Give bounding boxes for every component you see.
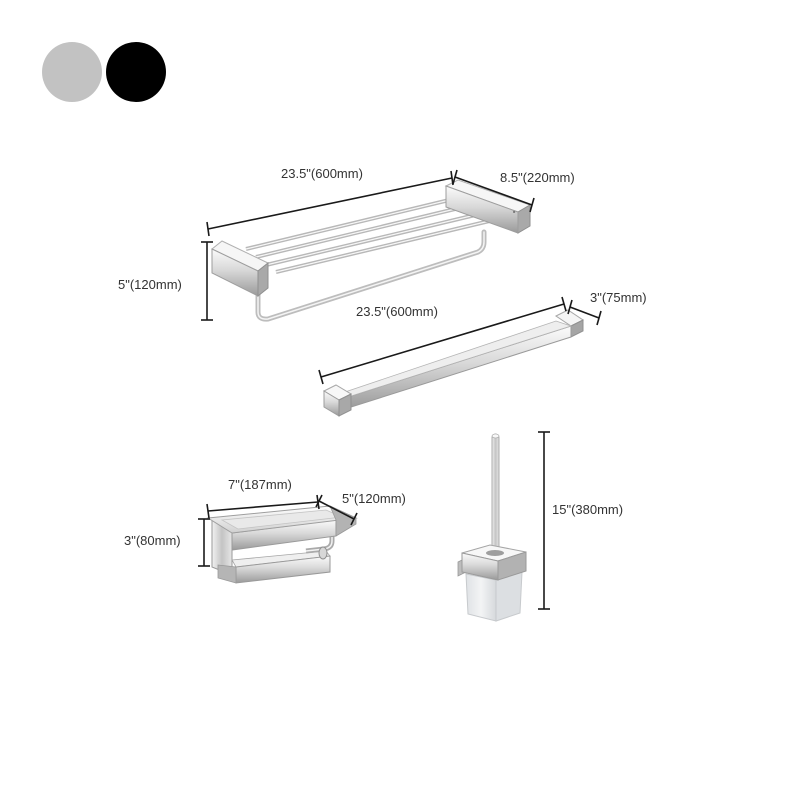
toilet-paper-holder [206, 505, 358, 584]
swatch-black[interactable] [106, 42, 166, 102]
towel-rack: ■ [211, 179, 532, 322]
towel-bar-depth-dimension [567, 299, 602, 326]
towel-rack-depth-label: 8.5"(220mm) [500, 170, 575, 185]
towel-bar [322, 309, 584, 417]
towel-rack-height-label: 5"(120mm) [118, 277, 182, 292]
towel-bar-width-dimension [318, 296, 567, 385]
towel-bar-width-label: 23.5"(600mm) [356, 304, 438, 319]
towel-rack-width-label: 23.5"(600mm) [281, 166, 363, 181]
paper-holder-height-dimension [198, 518, 210, 567]
towel-rack-height-dimension [201, 241, 213, 321]
swatch-chrome[interactable] [42, 42, 102, 102]
toilet-brush-holder [457, 433, 527, 622]
towel-bar-depth-label: 3"(75mm) [590, 290, 647, 305]
towel-rack-depth-dimension [452, 169, 535, 213]
paper-holder-height-label: 3"(80mm) [124, 533, 181, 548]
brush-holder-height-label: 15"(380mm) [552, 502, 624, 517]
svg-text:■: ■ [513, 209, 516, 214]
paper-holder-depth-dimension [315, 494, 358, 526]
brush-holder-height-dimension [538, 431, 550, 610]
paper-holder-width-label: 7"(187mm) [228, 477, 292, 492]
paper-holder-depth-label: 5"(120mm) [342, 491, 406, 506]
